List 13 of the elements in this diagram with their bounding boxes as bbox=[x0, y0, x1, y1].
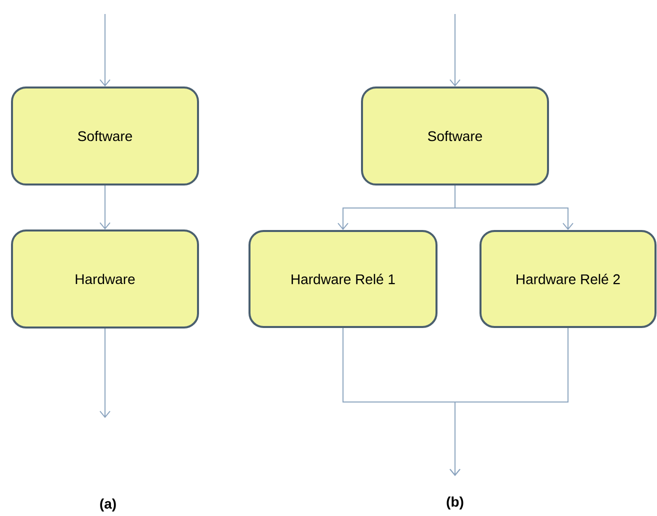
arrow bbox=[454, 185, 574, 230]
arrow bbox=[100, 185, 110, 230]
arrow bbox=[100, 14, 110, 86]
arrow bbox=[100, 328, 110, 418]
arrow bbox=[450, 14, 460, 86]
panel-label: (b) bbox=[446, 496, 464, 510]
process-box: Hardware Relé 2 bbox=[480, 230, 656, 328]
process-box: Software bbox=[361, 86, 549, 186]
arrow bbox=[450, 328, 568, 476]
process-box: Hardware bbox=[11, 230, 199, 328]
panel-label: (a) bbox=[100, 498, 116, 512]
process-box: Hardware Relé 1 bbox=[248, 230, 438, 328]
process-box: Software bbox=[11, 86, 199, 186]
